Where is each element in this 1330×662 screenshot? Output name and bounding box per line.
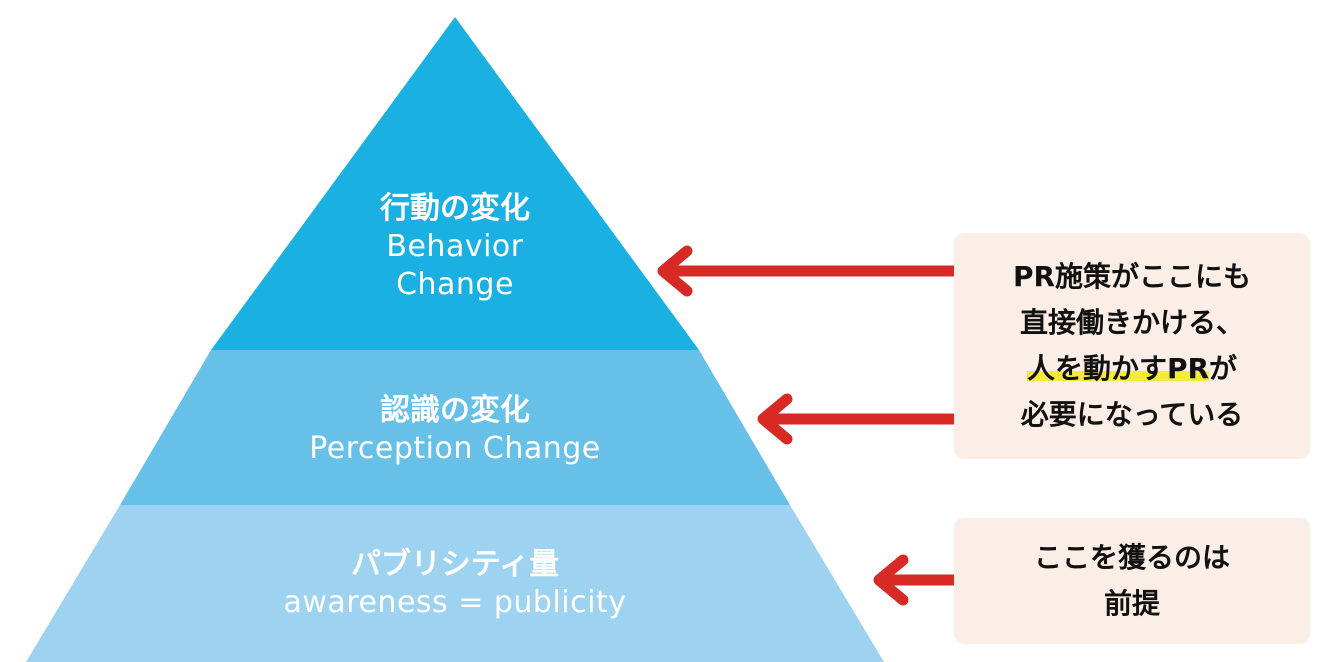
note-top: PR施策がここにも 直接働きかける、 人を動かすPRが 必要になっている: [954, 233, 1310, 459]
arrow-to-middle-tier: [757, 393, 960, 445]
note-top-line2: 直接働きかける、: [1019, 306, 1244, 339]
pyramid-tier-bottom: [26, 505, 884, 662]
tier-middle-jp: 認識の変化: [380, 393, 530, 428]
tier-top-en-line1: Behavior: [386, 229, 524, 264]
arrow-to-top-tier: [657, 245, 960, 297]
note-top-line1: PR施策がここにも: [1012, 260, 1252, 293]
tier-bottom-en: awareness = publicity: [283, 585, 627, 620]
note-bottom: ここを獲るのは 前提: [954, 518, 1310, 644]
note-top-line3-rest: が: [1209, 352, 1238, 385]
note-top-line3: 人を動かすPRが: [1026, 346, 1238, 392]
tier-middle-en: Perception Change: [309, 431, 601, 466]
pyramid-tier-middle: [120, 350, 790, 505]
note-bottom-line2: 前提: [1103, 587, 1160, 620]
tier-bottom-jp: パブリシティ量: [350, 547, 560, 582]
note-top-line4: 必要になっている: [1020, 398, 1244, 431]
tier-middle-label: 認識の変化 Perception Change: [200, 392, 710, 468]
tier-top-jp: 行動の変化: [380, 191, 530, 226]
pyramid-tier-top: [211, 17, 699, 350]
tier-bottom-label: パブリシティ量 awareness = publicity: [150, 546, 760, 622]
arrow-to-bottom-tier: [873, 554, 960, 606]
note-bottom-line1: ここを獲るのは: [1033, 541, 1230, 574]
tier-top-en-line2: Change: [396, 267, 514, 302]
tier-top-label: 行動の変化 Behavior Change: [325, 190, 585, 304]
note-top-highlight: 人を動かすPR: [1026, 352, 1210, 385]
